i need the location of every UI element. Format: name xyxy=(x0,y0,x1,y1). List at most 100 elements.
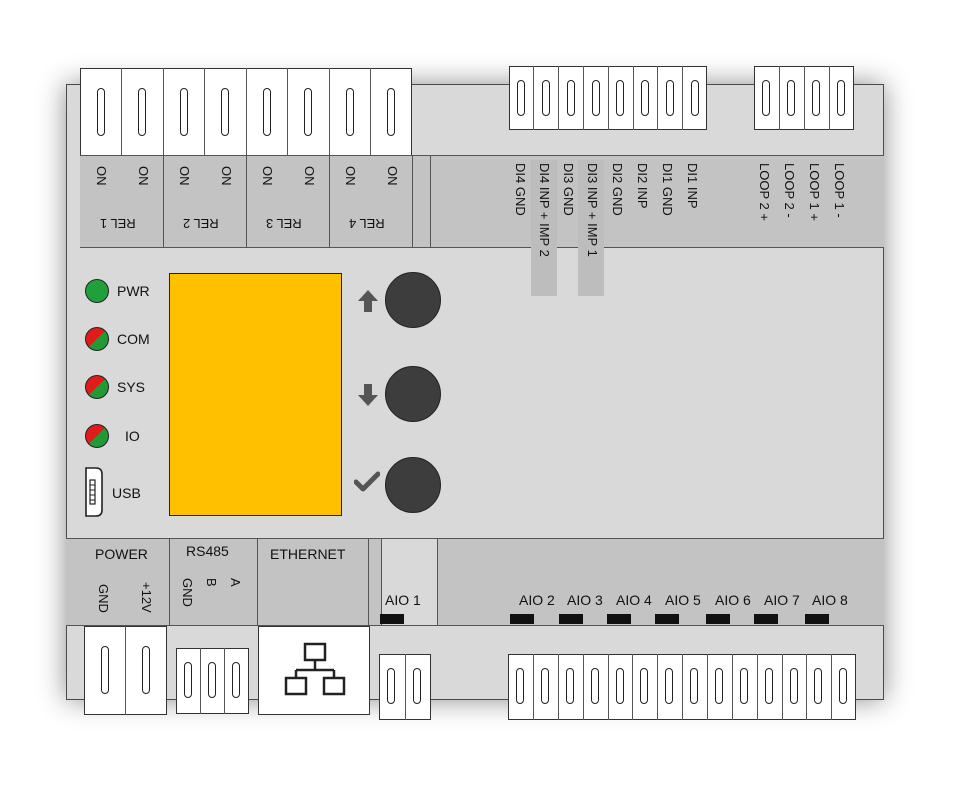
terminal-screw xyxy=(812,80,820,116)
relay-section-divider xyxy=(246,156,247,247)
usb-port-icon[interactable] xyxy=(84,466,104,518)
terminal-screw xyxy=(787,80,795,116)
di-label-di2-gnd: DI2 GND xyxy=(610,163,625,216)
aio-2-label: AIO 2 xyxy=(519,592,555,608)
terminal-screw xyxy=(762,80,770,116)
terminal-screw xyxy=(180,88,188,136)
terminal-screw xyxy=(592,80,600,116)
rs485-terminal-divider xyxy=(200,648,201,714)
rs485-terminal-divider xyxy=(224,648,225,714)
io-led-label: IO xyxy=(125,428,140,444)
terminal-screw xyxy=(640,668,648,704)
terminal-screw xyxy=(641,80,649,116)
sys-led xyxy=(85,375,109,399)
loop-label-2-minus: LOOP 2 - xyxy=(782,163,797,218)
arrow-down-icon xyxy=(358,384,378,406)
terminal-screw xyxy=(567,80,575,116)
relay-3-contact-b: ON xyxy=(302,166,317,186)
terminal-screw xyxy=(387,668,395,704)
terminal-screw xyxy=(566,668,574,704)
aio-5-label: AIO 5 xyxy=(665,592,701,608)
com-led xyxy=(85,327,109,351)
terminal-screw xyxy=(591,668,599,704)
bottom-section-divider xyxy=(368,539,369,625)
aio-4-label: AIO 4 xyxy=(616,592,652,608)
ethernet-title: ETHERNET xyxy=(270,546,346,562)
aio1-section-fill xyxy=(382,539,437,625)
bottom-section-divider xyxy=(437,539,438,625)
power-terminal-divider xyxy=(125,626,126,715)
terminal-screw xyxy=(232,662,240,698)
di-label-di2-inp: DI2 INP xyxy=(635,163,650,209)
terminal-screw xyxy=(765,668,773,704)
terminal-screw xyxy=(101,646,109,694)
terminal-screw xyxy=(138,88,146,136)
pwr-led xyxy=(85,279,109,303)
bottom-section-divider xyxy=(381,539,382,625)
relay-2-label: REL 2 xyxy=(183,216,219,231)
relay-3-label: REL 3 xyxy=(266,216,302,231)
aio-terminal-dividers xyxy=(508,654,856,720)
terminal-screw xyxy=(221,88,229,136)
aio-8-port xyxy=(805,614,829,624)
relay-section-divider xyxy=(329,156,330,247)
terminal-screw xyxy=(97,88,105,136)
terminal-screw xyxy=(516,668,524,704)
enter-button[interactable] xyxy=(385,457,441,513)
terminal-screw xyxy=(616,668,624,704)
aio-6-label: AIO 6 xyxy=(715,592,751,608)
terminal-screw xyxy=(263,88,271,136)
relay-1-contact-b: ON xyxy=(136,166,151,186)
sys-led-label: SYS xyxy=(117,379,146,395)
terminal-screw xyxy=(413,668,421,704)
terminal-screw xyxy=(715,668,723,704)
power-pin-gnd: GND xyxy=(96,584,111,613)
power-pin-12v: +12V xyxy=(139,582,154,613)
aio-2-port xyxy=(510,614,534,624)
terminal-screw xyxy=(740,668,748,704)
aio-4-port xyxy=(607,614,631,624)
top-label-band xyxy=(80,155,884,248)
rs485-pin-gnd: GND xyxy=(180,578,195,607)
terminal-screw xyxy=(142,646,150,694)
down-button[interactable] xyxy=(385,366,441,422)
aio-7-label: AIO 7 xyxy=(764,592,800,608)
relay-section-divider xyxy=(412,156,413,247)
di-label-di1-gnd: DI1 GND xyxy=(660,163,675,216)
loop-terminal-dividers xyxy=(754,66,854,130)
loop-label-1-minus: LOOP 1 - xyxy=(832,163,847,218)
io-led xyxy=(85,424,109,448)
aio-6-port xyxy=(706,614,730,624)
relay-2-contact-b: ON xyxy=(219,166,234,186)
relay-2-contact-a: ON xyxy=(177,166,192,186)
aio-7-port xyxy=(754,614,778,624)
di-label-di4-inp: DI4 INP + IMP 2 xyxy=(537,163,552,257)
rs485-pin-a: A xyxy=(228,578,243,587)
aio-8-label: AIO 8 xyxy=(812,592,848,608)
terminal-screw xyxy=(837,80,845,116)
di-label-di3-inp: DI3 INP + IMP 1 xyxy=(585,163,600,257)
terminal-screw xyxy=(387,88,395,136)
relay-1-label: REL 1 xyxy=(100,216,136,231)
terminal-screw xyxy=(690,668,698,704)
rs485-title: RS485 xyxy=(186,543,229,559)
bottom-label-band xyxy=(66,538,884,626)
aio-1-label: AIO 1 xyxy=(385,592,421,608)
relay-section-divider xyxy=(163,156,164,247)
arrow-up-icon xyxy=(358,290,378,312)
up-button[interactable] xyxy=(385,272,441,328)
loop-label-1-plus: LOOP 1 + xyxy=(807,163,822,221)
aio-1-port xyxy=(380,614,404,624)
di-label-di3-gnd: DI3 GND xyxy=(561,163,576,216)
imp-1-highlight xyxy=(578,160,604,296)
terminal-screw xyxy=(790,668,798,704)
terminal-screw xyxy=(665,668,673,704)
rs485-pin-b: B xyxy=(204,578,219,587)
check-icon xyxy=(354,471,380,492)
terminal-screw xyxy=(839,668,847,704)
relay-4-label: REL 4 xyxy=(349,216,385,231)
bottom-section-divider xyxy=(257,539,258,625)
terminal-screw xyxy=(304,88,312,136)
di-label-di1-inp: DI1 INP xyxy=(685,163,700,209)
relay-3-contact-a: ON xyxy=(260,166,275,186)
